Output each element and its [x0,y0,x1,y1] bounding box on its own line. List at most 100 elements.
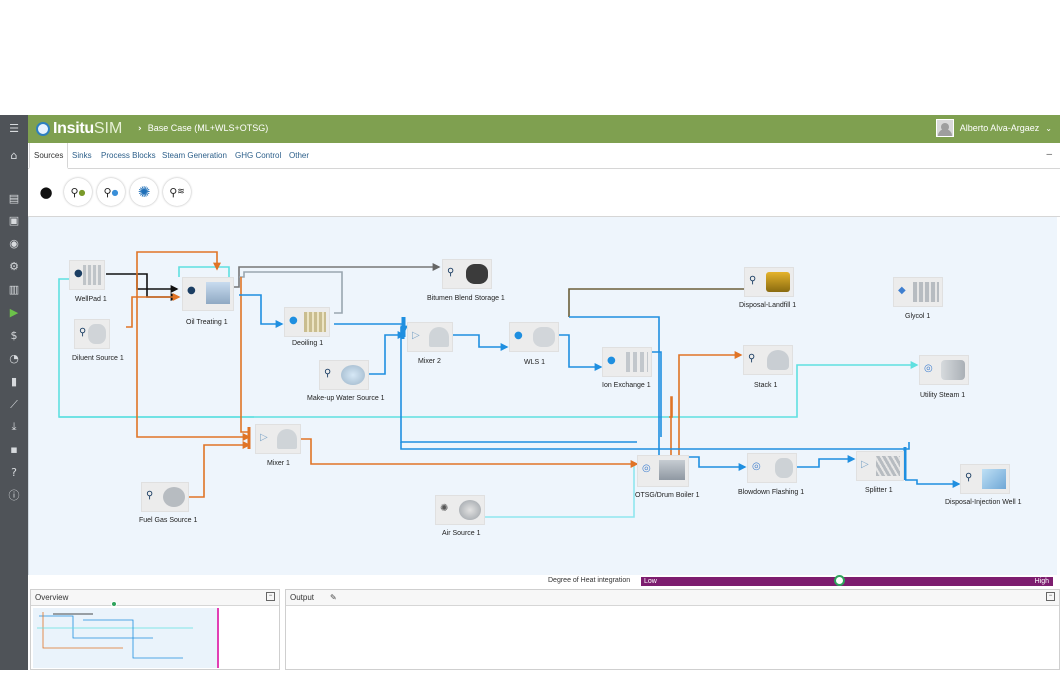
node-landfill[interactable]: ⚲ [744,267,794,297]
node-label: Splitter 1 [865,487,893,494]
save-icon[interactable]: ▣ [8,214,20,227]
node-utility-steam[interactable]: ◎ [919,355,969,385]
node-stack[interactable]: ⚲ [743,345,793,375]
breadcrumb[interactable]: ›Base Case (ML+WLS+OTSG) [138,123,268,134]
diluent-tap-icon: ⚲ [79,327,87,338]
overview-handle[interactable] [111,601,117,607]
diluent-tap-icon[interactable]: ⚲● [64,178,92,206]
disk-icon[interactable]: ▪ [10,443,18,456]
node-otsg-boiler[interactable]: ◎ [637,455,689,487]
info-icon[interactable]: ⓘ [8,489,20,502]
mixer-body-icon [277,429,297,449]
oil-tap-icon: ⚲ [447,267,455,278]
splitter-body-icon [876,456,900,476]
pond-icon [341,365,365,385]
node-mixer-1[interactable]: ▷ [255,424,301,454]
stack-body-icon [767,350,789,370]
tab-sinks[interactable]: Sinks [72,151,92,160]
water-tap-icon: ⚲ [965,472,973,483]
node-makeup-water[interactable]: ⚲ [319,360,369,390]
tab-steam-generation[interactable]: Steam Generation [162,151,227,160]
gas-tap-icon[interactable]: ⚲≋ [163,178,191,206]
heat-slider[interactable]: Low High [641,575,1053,586]
tab-other[interactable]: Other [289,151,310,160]
node-label: Mixer 2 [418,358,441,365]
node-label: Disposal-Landfill 1 [739,302,797,309]
injection-well-icon [982,469,1006,489]
overview-toggle-button[interactable]: − [266,592,275,601]
user-menu[interactable]: Alberto Alva-Argaez ⌄ [935,119,1052,137]
flowsheet-canvas[interactable]: ● WellPad 1 ⚲ Diluent Source 1 ● Oil Tre… [28,217,1057,575]
flash-icon: ◎ [752,461,761,472]
node-deoiling[interactable]: ● [284,307,330,337]
heat-slider-handle[interactable] [833,575,845,586]
document-icon[interactable]: ▥ [8,283,20,296]
tab-process-blocks[interactable]: Process Blocks [101,151,156,160]
globe-icon[interactable]: ◉ [9,237,19,250]
splitter-icon: ▷ [861,459,869,470]
mixer-body-icon [429,327,449,347]
play-icon[interactable]: ▶ [9,306,19,319]
node-label: Deoiling 1 [292,340,324,347]
water-drop-icon: ● [607,355,616,366]
line-chart-icon[interactable]: ⟋ [10,398,18,411]
node-wls[interactable]: ● [509,322,559,352]
download-icon[interactable]: ⤓ [11,420,17,433]
node-diluent-source[interactable]: ⚲ [74,319,110,349]
water-tap-icon[interactable]: ⚲● [97,178,125,206]
source-palette: ● ⚲● ⚲● ✺ ⚲≋ [28,169,1060,217]
node-oil-treating[interactable]: ● [182,277,234,311]
blower-icon [459,500,481,520]
node-blowdown-flashing[interactable]: ◎ [747,453,797,483]
collapse-button[interactable]: – [1046,149,1052,160]
node-mixer-2[interactable]: ▷ [407,322,453,352]
air-fan-icon[interactable]: ✺ [130,178,158,206]
oil-drop-icon: ● [187,285,196,296]
boiler-body-icon [659,460,685,480]
oil-drop-icon[interactable]: ● [32,178,60,206]
node-label: Mixer 1 [267,460,290,467]
logo-sub: SIM [93,120,123,137]
oil-drop-icon: ● [74,268,83,279]
overview-viewport-edge [217,608,219,668]
home-icon[interactable]: ⌂ [10,149,18,162]
bar-chart-icon[interactable]: ▮ [10,375,18,388]
glycol-icon: ◆ [898,285,906,296]
dollar-icon[interactable]: $ [10,329,18,342]
tab-ghg-control[interactable]: GHG Control [235,151,282,160]
water-drop-icon: ● [514,330,523,341]
node-label: Glycol 1 [905,313,931,320]
left-rail: ☰ ⌂ ▤ ▣ ◉ ⚙ ▥ ▶ $ ◔ ▮ ⟋ ⤓ ▪ ? ⓘ [0,115,28,670]
node-injection-well[interactable]: ⚲ [960,464,1010,494]
node-bitumen-storage[interactable]: ⚲ [442,259,492,289]
output-toggle-button[interactable]: − [1046,592,1055,601]
node-label: Bitumen Blend Storage 1 [427,295,505,302]
node-label: Ion Exchange 1 [602,382,651,389]
eraser-icon[interactable]: ✎ [330,593,337,602]
logo-main: Insitu [53,120,94,137]
clarifier-icon [533,327,555,347]
dashboard-icon[interactable]: ◔ [9,352,19,365]
node-splitter[interactable]: ▷ [856,451,904,481]
node-label: Oil Treating 1 [186,319,228,326]
output-title: Output [290,593,315,602]
overview-minimap[interactable] [33,608,217,668]
app-window: ☰ ⌂ ▤ ▣ ◉ ⚙ ▥ ▶ $ ◔ ▮ ⟋ ⤓ ▪ ? ⓘ Insitu S… [0,115,1060,670]
node-fuel-gas[interactable]: ⚲ [141,482,189,512]
file-icon[interactable]: ▤ [8,192,20,205]
output-header: Output ✎ − [286,590,1059,606]
gear-icon[interactable]: ⚙ [9,260,19,273]
glycol-unit-icon [913,282,939,302]
help-icon[interactable]: ? [11,466,17,479]
node-wellpad[interactable]: ● [69,260,105,290]
menu-icon[interactable]: ☰ [9,122,19,135]
node-label: OTSG/Drum Boiler 1 [635,492,700,499]
stream-connections [58,251,961,518]
node-glycol[interactable]: ◆ [893,277,943,307]
storage-tank-icon [466,264,488,284]
node-air-source[interactable]: ✺ [435,495,485,525]
tab-sources[interactable]: Sources [29,143,69,169]
steam-unit-icon [941,360,965,380]
node-ion-exchange[interactable]: ● [602,347,652,377]
minimap-lines [37,612,193,659]
